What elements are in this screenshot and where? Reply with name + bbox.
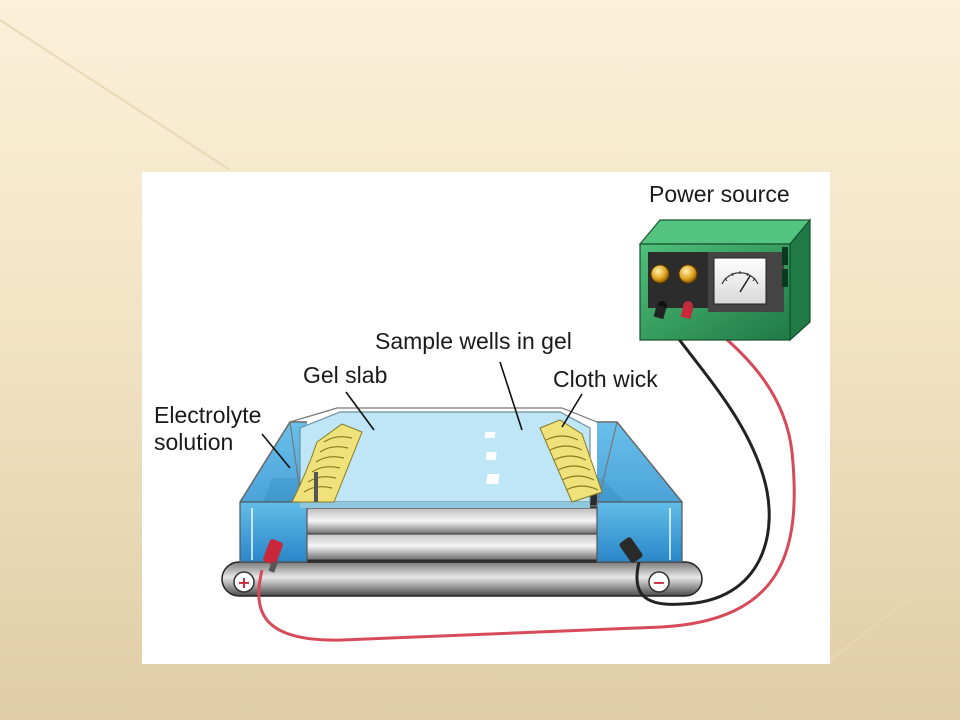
- gel-slab: [289, 407, 618, 508]
- gel-slab-label: Gel slab: [303, 362, 388, 388]
- label-pointers: [261, 361, 583, 469]
- cloth-wick-label: Cloth wick: [553, 366, 658, 392]
- left-cloth-wick: [291, 423, 363, 503]
- sample-wells-label: Sample wells in gel: [375, 328, 572, 354]
- right-buffer-chamber: [596, 421, 683, 563]
- black-plug-right: [619, 537, 643, 563]
- right-cloth-wick: [539, 419, 603, 503]
- black-wire: [635, 309, 771, 606]
- negative-sign: −: [652, 573, 665, 592]
- electrolyte-solution-label: Electrolyte solution: [154, 402, 262, 455]
- power-source: [638, 218, 812, 342]
- sample-wells: [484, 432, 500, 484]
- diagram-panel: + −: [142, 172, 830, 664]
- positive-sign: +: [237, 573, 250, 592]
- negative-terminal: −: [648, 571, 670, 593]
- positive-terminal: +: [233, 571, 255, 593]
- red-wire: [257, 305, 796, 642]
- electrophoresis-diagram: + −: [221, 218, 812, 642]
- power-source-label: Power source: [649, 181, 790, 207]
- red-plug-left: [263, 539, 283, 573]
